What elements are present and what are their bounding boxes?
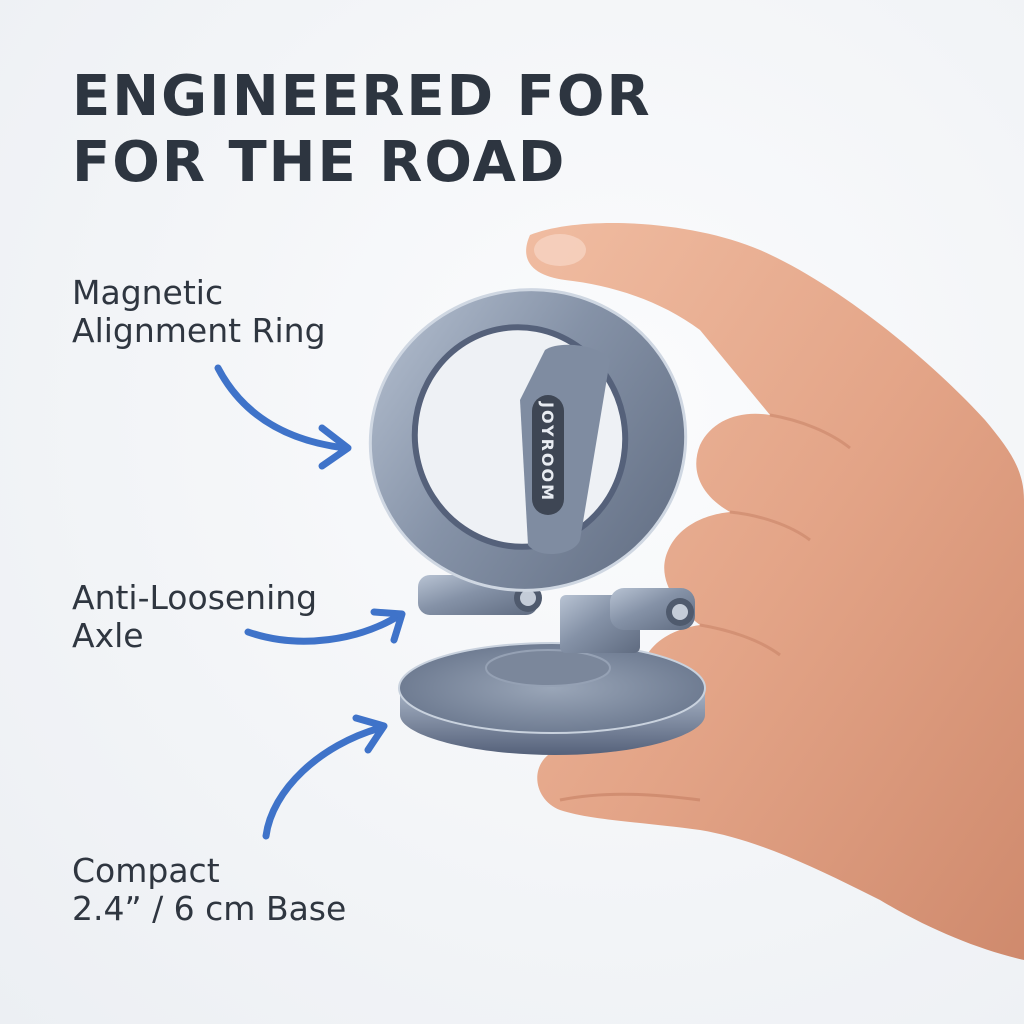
callout-ring-line-1: Magnetic [72,273,224,312]
callout-base-line-1: Compact [72,851,220,890]
arrow-ring [214,364,352,470]
headline-line-2: FOR THE ROAD [72,130,567,195]
callout-magnetic-ring: Magnetic Alignment Ring [72,274,326,350]
headline-line-1: ENGINEERED FOR [72,64,652,129]
headline: ENGINEERED FOR FOR THE ROAD [72,64,652,196]
brand-label: JOYROOM [538,401,557,502]
axle-hinge [418,575,695,653]
callout-compact-base: Compact 2.4” / 6 cm Base [72,852,346,928]
callout-base-line-2: 2.4” / 6 cm Base [72,889,347,928]
callout-ring-line-2: Alignment Ring [72,311,326,350]
hand [526,223,1024,960]
callout-axle-line-1: Anti-Loosening [72,578,318,617]
base-disc [398,642,706,755]
arrow-base [262,714,388,840]
callout-axle-line-2: Axle [72,616,144,655]
arrow-axle [244,608,406,645]
magnetic-ring [368,288,688,592]
callout-axle: Anti-Loosening Axle [72,579,317,655]
